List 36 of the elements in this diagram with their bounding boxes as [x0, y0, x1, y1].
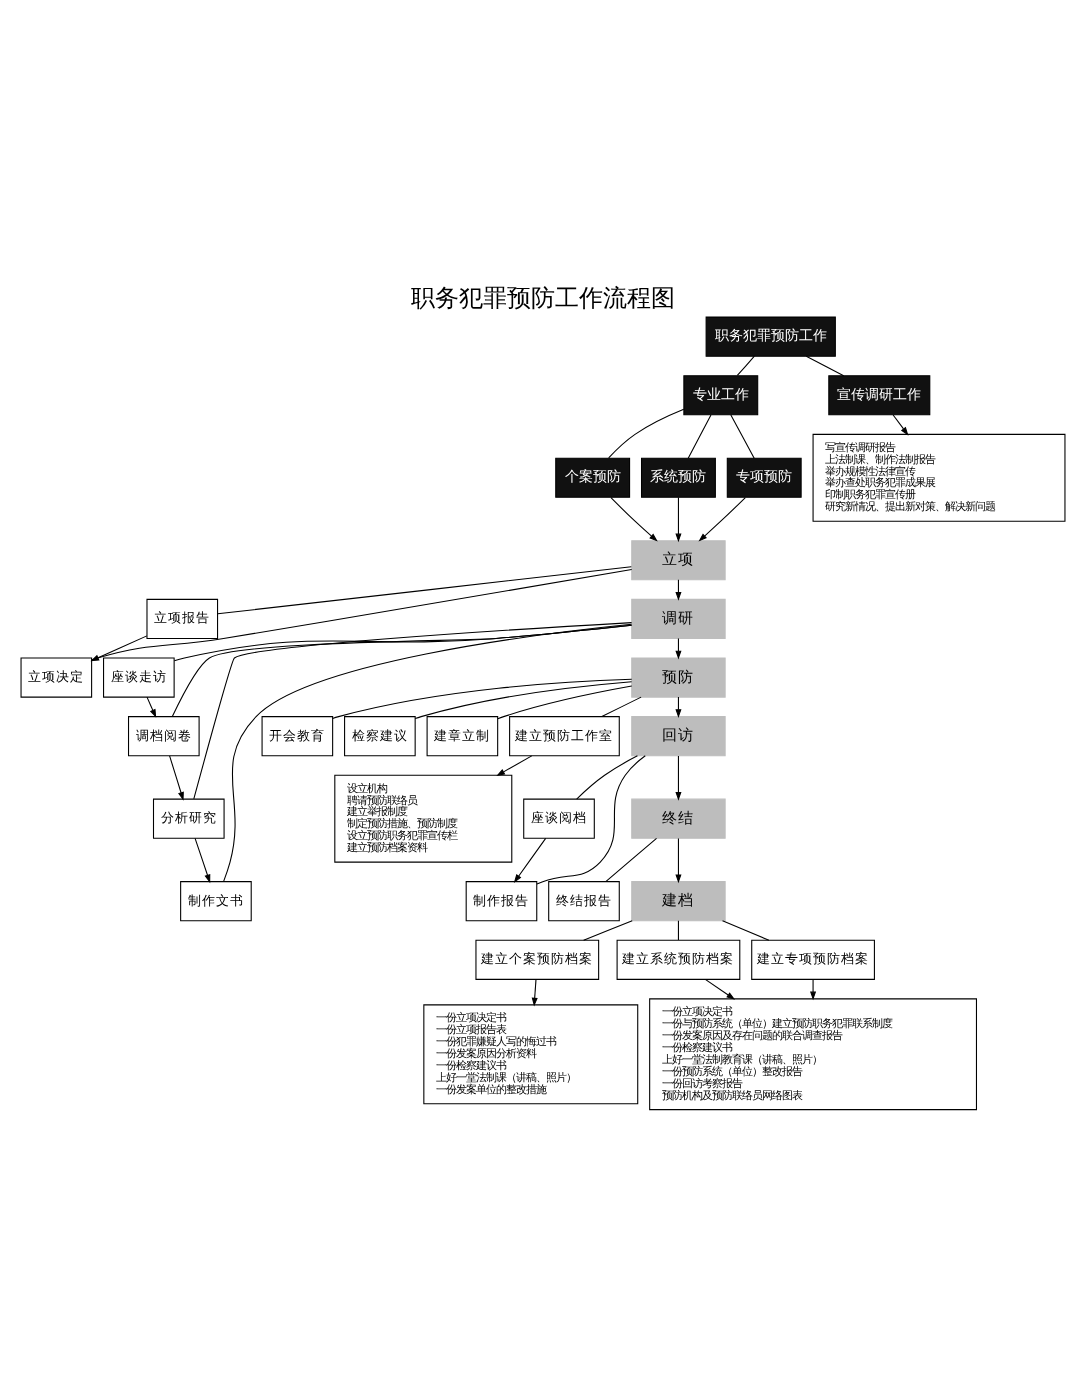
arrow — [496, 755, 533, 777]
arrow — [675, 637, 682, 660]
connector — [223, 623, 633, 882]
connector — [332, 678, 633, 719]
connector — [536, 755, 646, 885]
diagram-title: 职务犯罪预防工作流程图 — [411, 283, 675, 312]
arrow — [810, 979, 817, 1001]
arrow — [169, 755, 184, 801]
arrow — [705, 979, 736, 1000]
connector — [497, 685, 633, 720]
arrow — [675, 496, 682, 543]
connector — [805, 355, 845, 377]
connector — [217, 566, 632, 615]
arrow — [513, 837, 547, 883]
arrow — [194, 837, 211, 884]
arrow — [675, 755, 682, 801]
connector — [605, 837, 658, 883]
connector — [687, 414, 712, 459]
connector — [414, 681, 633, 720]
connector — [601, 696, 642, 718]
connector — [677, 920, 679, 941]
arrow — [146, 696, 157, 718]
connector — [608, 408, 685, 459]
arrow — [675, 837, 682, 884]
connector — [91, 569, 633, 661]
connector — [730, 414, 755, 459]
arrow — [90, 635, 148, 662]
connector — [576, 755, 638, 800]
connector — [171, 624, 633, 717]
connector — [736, 355, 755, 376]
arrow — [610, 497, 658, 542]
arrow — [892, 414, 909, 436]
arrow — [531, 979, 538, 1007]
arrow — [698, 497, 746, 542]
connector — [721, 920, 770, 941]
connector — [193, 622, 633, 800]
